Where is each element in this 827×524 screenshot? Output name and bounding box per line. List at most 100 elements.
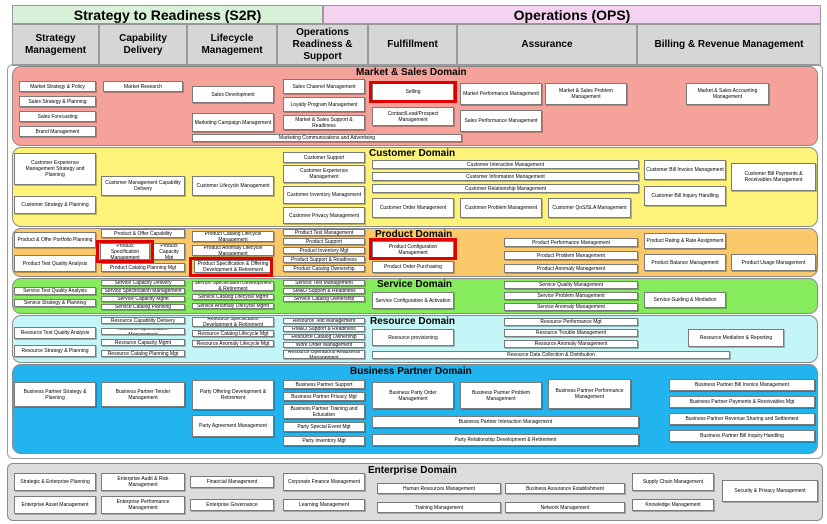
- box-customer-bill-payments: Customer Bill Payments & Receivables Man…: [731, 163, 816, 191]
- box-marketing-communications: Marketing Communications and Advertising: [192, 134, 462, 142]
- box-resource-strategy-planning: Resource Strategy & Planning: [14, 345, 96, 357]
- box-resource-anomaly-lifecycle: Resource Anomaly Lifecycle Mgt: [192, 340, 274, 347]
- service-domain-title: Service Domain: [377, 279, 453, 290]
- box-party-relationship: Party Relationship Development & Retirem…: [372, 434, 639, 446]
- enterprise-domain-title: Enterprise Domain: [368, 465, 457, 476]
- market-sales-domain: [12, 66, 818, 146]
- box-product-usage: Product Usage Management: [731, 254, 816, 271]
- box-service-catalog-lifecycle: Service Catalog Lifecycle Mgmt: [192, 294, 274, 300]
- customer-domain-title: Customer Domain: [369, 148, 456, 159]
- column-billing-revenue: Billing & Revenue Management: [637, 24, 821, 66]
- box-market-sales-problem: Market & Sales Problem Management: [545, 83, 627, 105]
- box-bp-bill-inquiry: Business Partner Bill Inquiry Handling: [669, 430, 815, 442]
- box-resource-capacity: Resource Capacity Mgmt: [101, 339, 185, 346]
- product-domain-title: Product Domain: [375, 229, 453, 240]
- box-product-rating-rate: Product Rating & Rate Assignment: [644, 233, 726, 249]
- box-enterprise-performance: Enterprise Performance Management: [101, 496, 185, 514]
- box-service-guiding: Service Guiding & Mediation: [644, 292, 726, 308]
- highlight-product-spec-offering: [189, 257, 273, 277]
- highlight-product-spec: [96, 240, 154, 263]
- box-service-anomaly-lifecycle: Service Anomaly Lifecycle Mgmt: [192, 303, 274, 309]
- box-business-assurance: Business Assurance Establishment: [505, 483, 625, 494]
- box-rmo-support-readiness: RM&O Support & Readiness: [283, 326, 365, 332]
- box-enterprise-asset: Enterprise Asset Management: [14, 496, 96, 514]
- box-service-catalog-planning: Service Catalog Planning: [101, 304, 185, 310]
- box-loyalty-program: Loyalty Program Management: [283, 97, 365, 112]
- box-sales-development: Sales Development: [192, 86, 274, 103]
- box-customer-bill-invoice: Customer Bill Invoice Management: [644, 160, 726, 180]
- box-corporate-finance: Corporate Finance Management: [283, 473, 365, 491]
- box-resource-provisioning: Resource provisioning: [372, 329, 454, 346]
- box-customer-inventory: Customer Inventory Management: [283, 186, 365, 204]
- box-product-support: Product Support: [283, 238, 365, 245]
- box-product-offer-portfolio: Product & Offer Portfolio Planning: [14, 232, 96, 248]
- box-customer-information: Customer Information Management: [372, 172, 639, 181]
- box-customer-lifecycle: Customer Lifecycle Management: [192, 176, 274, 196]
- highlight-selling: [369, 81, 457, 103]
- box-service-capacity-mgmt: Service Capacity Mgmt: [101, 296, 185, 302]
- box-bp-order: Business Party Order Management: [372, 382, 454, 409]
- ops-frame: [7, 64, 823, 459]
- box-product-test-quality: Product Test Quality Analysis: [14, 255, 96, 272]
- box-resource-catalog-ownership: Resource Catalog Ownership: [283, 334, 365, 340]
- s2r-header: Strategy to Readiness (S2R): [12, 5, 323, 24]
- box-customer-strategy-planning: Customer Strategy & Planning: [14, 196, 96, 214]
- box-sales-performance: Sales Performance Management: [460, 110, 542, 132]
- box-customer-privacy: Customer Privacy Management: [283, 207, 365, 224]
- column-assurance: Assurance: [457, 24, 637, 66]
- box-service-strategy-planning: Service Strategy & Planning: [14, 299, 96, 307]
- column-lifecycle-management: Lifecycle Management: [187, 24, 277, 66]
- box-market-sales-support: Market & Sales Support & Readiness: [283, 115, 365, 130]
- box-training: Training Management: [377, 502, 501, 513]
- box-service-configuration: Service Configuration & Activation: [372, 292, 454, 309]
- box-resource-data-collection: Resource Data Collection & Distribution: [372, 351, 730, 359]
- box-market-sales-accounting: Market & Sales Accounting Management: [686, 83, 769, 105]
- box-bp-interaction: Business Partner Interaction Management: [372, 416, 639, 428]
- box-bp-bill-invoice: Business Partner Bill Invoice Management: [669, 379, 815, 391]
- box-product-catalog-planning: Product Catalog Planning Mgt: [101, 263, 185, 272]
- box-smo-support-readiness: SM&O Support & Readiness: [283, 288, 365, 294]
- box-product-anomaly-lifecycle: Product Anomaly Lifecycle Management: [192, 245, 274, 256]
- box-party-agreement: Party Agreement Management: [192, 415, 274, 437]
- box-human-resources: Human Resources Management: [377, 483, 501, 494]
- box-customer-relationship: Customer Relationship Management: [372, 184, 639, 193]
- box-product-catalog-lifecycle: Product Catalog Lifecycle Management: [192, 231, 274, 242]
- column-operations-readiness: Operations Readiness & Support: [277, 24, 368, 66]
- box-bp-privacy: Business Partner Privacy Mgt: [283, 392, 365, 401]
- box-service-anomaly: Service Anomaly Management: [504, 303, 638, 311]
- box-work-order: Work Order Management: [283, 342, 365, 348]
- box-customer-experience-strategy: Customer Experience Management Strategy …: [14, 153, 96, 185]
- box-service-test: Service Test Management: [283, 280, 365, 286]
- box-sales-forecasting: Sales Forecasting: [19, 111, 96, 122]
- column-fulfillment: Fulfillment: [368, 24, 457, 66]
- box-bp-payments: Business Partner Payments & Receivables …: [669, 396, 815, 408]
- box-resource-mediation: Resource Mediation & Reporting: [688, 329, 784, 347]
- box-bp-problem: Business Partner Problem Management: [460, 382, 542, 409]
- box-market-research: Market Research: [103, 81, 183, 92]
- box-customer-management-capability: Customer Management Capability Delivery: [101, 176, 185, 196]
- box-bp-tender: Business Partner Tender Management: [101, 382, 185, 407]
- box-service-test-quality: Service Test Quality Analysis: [14, 287, 96, 295]
- box-product-test: Product Test Management: [283, 229, 365, 236]
- box-party-inventory: Party Inventory Mgt: [283, 436, 365, 446]
- box-product-problem: Product Problem Management: [504, 251, 638, 260]
- box-resource-spec-dev: Resource Specification Development & Ret…: [192, 317, 274, 327]
- box-resource-spec-mgmt: Resource Specification Management: [101, 328, 185, 335]
- box-knowledge: Knowledge Management: [632, 499, 714, 511]
- box-product-offer-capability: Product & Offer Capability: [101, 229, 185, 238]
- box-customer-order: Customer Order Management: [372, 198, 454, 218]
- box-service-quality: Service Quality Management: [504, 281, 638, 289]
- box-enterprise-audit-risk: Enterprise Audit & Risk Management: [101, 473, 185, 491]
- box-product-support-readiness: Product Support & Readiness: [283, 256, 365, 263]
- box-sales-strategy-planning: Sales Strategy & Planning: [19, 96, 96, 107]
- box-service-spec-dev: Service Specification Development & Reti…: [192, 281, 274, 291]
- box-resource-performance: Resource Performance Mgt: [504, 318, 638, 326]
- box-sales-channel: Sales Channel Management: [283, 79, 365, 94]
- box-product-capacity: Product Capacity Mgt: [153, 243, 185, 260]
- box-product-order-purchasing: Product Order Purchasing: [372, 261, 454, 273]
- box-security-privacy: Security & Privacy Management: [722, 480, 818, 502]
- box-resource-test-quality: Resource Test Quality Analysis: [14, 327, 96, 339]
- box-brand-management: Brand Management: [19, 126, 96, 137]
- box-product-performance: Product Performance Management: [504, 238, 638, 247]
